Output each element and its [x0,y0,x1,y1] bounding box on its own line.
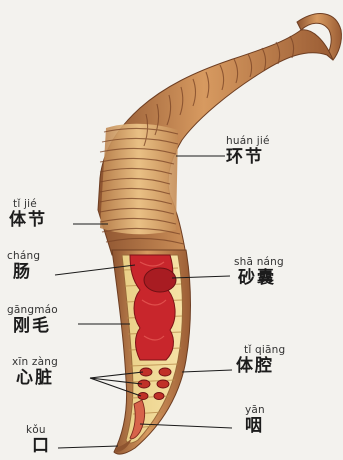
label-yan-hanzi: 咽 [245,416,265,436]
label-chang-hanzi: 肠 [7,262,40,282]
label-huanjie: huán jié 环节 [226,135,270,167]
label-kou: kǒu 口 [26,424,51,456]
label-tijie-hanzi: 体节 [9,210,47,230]
label-xinzang-hanzi: 心脏 [12,368,58,388]
label-chang-pinyin: cháng [7,250,40,262]
label-gangmao-hanzi: 刚毛 [7,316,58,336]
label-chang: cháng 肠 [7,250,40,282]
label-tiqiang: tǐ qiāng 体腔 [236,344,285,376]
label-gangmao: gāngmáo 刚毛 [7,304,58,336]
label-shanang-hanzi: 砂囊 [234,268,284,288]
label-kou-hanzi: 口 [26,436,51,456]
label-xinzang: xīn zàng 心脏 [12,356,58,388]
gizzard [144,268,176,292]
label-huanjie-pinyin: huán jié [226,135,270,147]
label-gangmao-pinyin: gāngmáo [7,304,58,316]
label-xinzang-pinyin: xīn zàng [12,356,58,368]
label-tiqiang-pinyin: tǐ qiāng [236,344,285,356]
label-tijie: tǐ jié 体节 [9,198,47,230]
label-kou-pinyin: kǒu [26,424,51,436]
label-tijie-pinyin: tǐ jié [9,198,47,210]
label-shanang-pinyin: shā náng [234,256,284,268]
label-huanjie-hanzi: 环节 [226,147,270,167]
label-shanang: shā náng 砂囊 [234,256,284,288]
label-yan: yān 咽 [245,404,265,436]
label-yan-pinyin: yān [245,404,265,416]
label-tiqiang-hanzi: 体腔 [236,356,285,376]
